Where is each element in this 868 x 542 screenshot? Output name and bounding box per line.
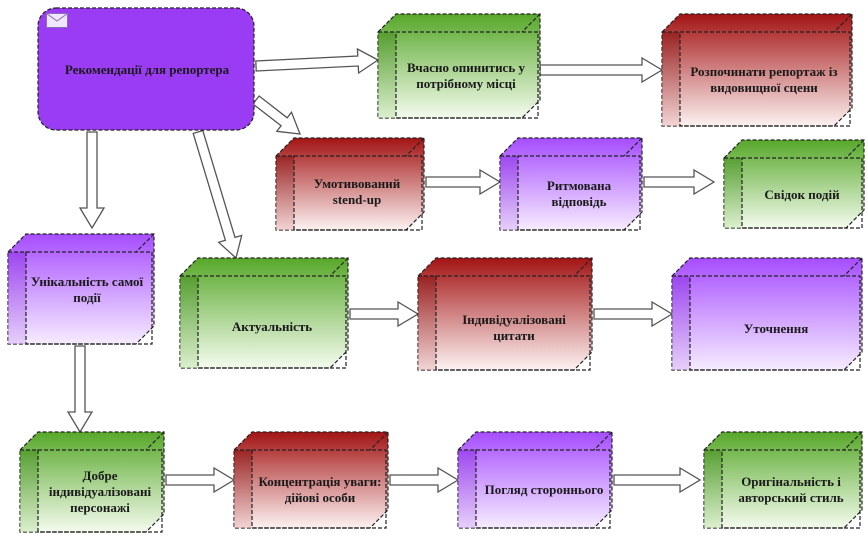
arrow-quotes-to-clarification [593,300,674,328]
node-originality-box [703,431,863,529]
arrow-outsider-to-originality [613,466,702,494]
node-witness-label: Свідок подій [764,187,840,202]
node-root-label: Рекомендації для репортера [64,62,230,77]
node-start-scene-box [661,13,853,127]
node-outsider-label: Погляд стороннього [484,482,604,497]
node-individual-quotes-box [417,257,593,371]
node-clarification-label: Уточнення [743,321,809,336]
arrow-root-to-on-time [255,47,380,75]
node-concentration-label: Концентрація уваги: дійові особи [258,474,382,505]
node-rhythmic-box [499,137,643,231]
node-uniqueness-label: Унікальність самої події [30,274,144,305]
node-originality-label: Оригінальність і авторський стиль [738,474,844,505]
node-root-box [37,7,255,131]
node-on-time-label: Вчасно опинитись у потрібному місці [407,60,525,91]
node-characters-box [19,431,165,533]
arrow-rhythmic-to-witness [643,168,716,196]
arrows-layer [66,47,716,494]
arrow-root-to-relevance [192,129,243,260]
arrow-motivated-to-rhythmic [425,168,502,196]
boxes-layer [7,7,865,533]
node-characters-label: Добре індивідуалізовані персонажі [48,468,152,515]
arrow-root-to-motivated [251,95,302,135]
node-uniqueness-box [7,233,155,345]
node-rhythmic-label: Ритмована відповідь [546,178,612,209]
arrow-root-to-uniqueness [78,131,106,230]
arrow-uniqueness-to-characters [66,345,94,434]
arrow-relevance-to-quotes [349,300,420,328]
node-clarification-box [671,257,863,371]
node-on-time-box [377,13,541,119]
node-start-scene-label: Розпочинати репортаж із видовищної сцени [690,64,838,95]
envelope-icon [46,13,68,28]
node-witness-box [723,139,865,229]
node-outsider-box [457,431,613,529]
arrow-characters-to-concentration [165,466,236,494]
arrow-on-time-to-start-scene [539,56,664,84]
node-motivated-label: Умотивований stend-up [313,176,401,207]
arrow-concentration-to-outsider [389,466,460,494]
node-relevance-box [179,257,349,369]
node-individual-quotes-label: Індивідуалізовані цитати [462,312,566,343]
node-motivated-box [275,137,425,231]
node-relevance-label: Актуальність [231,319,313,334]
node-concentration-box [233,431,389,529]
